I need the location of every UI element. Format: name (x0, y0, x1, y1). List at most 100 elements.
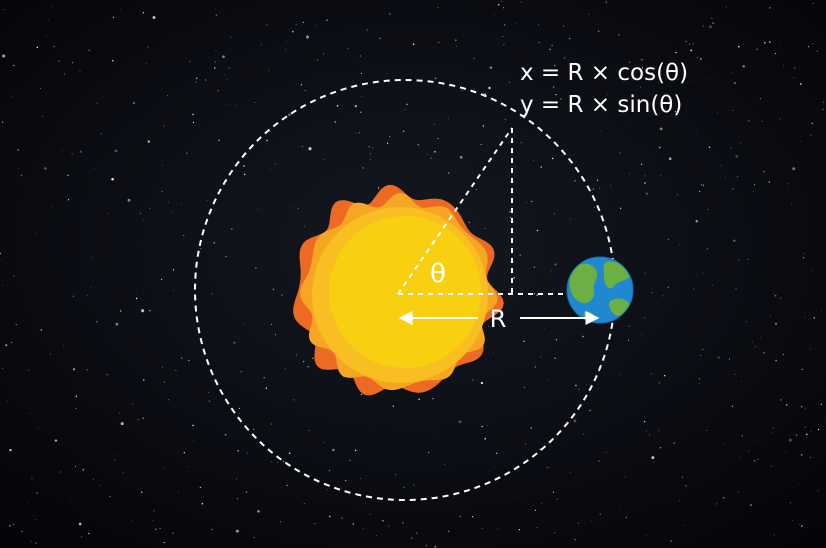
star (271, 324, 272, 326)
star (255, 267, 257, 269)
star (51, 207, 53, 209)
star (155, 528, 157, 531)
star (685, 485, 687, 487)
star (9, 448, 12, 452)
star (685, 40, 687, 43)
star (166, 95, 169, 97)
star (67, 174, 69, 177)
star (205, 79, 207, 81)
star (534, 366, 536, 368)
star (702, 348, 704, 350)
star (183, 451, 186, 454)
star (147, 140, 150, 143)
star (804, 408, 806, 410)
star (115, 322, 119, 326)
star (812, 270, 813, 272)
star (306, 35, 309, 39)
star (822, 108, 824, 111)
star (163, 381, 166, 383)
star (362, 167, 364, 169)
star (620, 510, 621, 512)
star (75, 407, 77, 410)
star (536, 229, 539, 232)
star (807, 46, 810, 48)
star (624, 476, 626, 478)
star (269, 169, 271, 171)
star (591, 520, 593, 522)
star (769, 7, 771, 9)
star (488, 86, 491, 90)
star (679, 500, 680, 502)
star (586, 384, 588, 386)
star (711, 356, 712, 358)
star (707, 209, 709, 211)
star (677, 201, 678, 203)
star (293, 399, 295, 401)
star (459, 515, 462, 518)
star (159, 527, 161, 530)
star (284, 261, 286, 263)
star (696, 56, 699, 59)
star (598, 460, 600, 462)
star (731, 405, 734, 408)
star (502, 35, 504, 37)
star (35, 542, 37, 544)
star (605, 1, 608, 3)
star (303, 494, 305, 496)
star (589, 410, 591, 412)
star (245, 491, 248, 493)
star (254, 101, 256, 104)
star (629, 173, 630, 175)
star (377, 187, 380, 189)
star (700, 354, 702, 356)
star (817, 490, 819, 492)
star (543, 327, 545, 329)
star (503, 44, 505, 46)
star (218, 139, 220, 142)
star (573, 419, 577, 423)
star (742, 65, 745, 68)
star (505, 218, 507, 220)
star (766, 156, 767, 158)
star (607, 93, 609, 95)
star (90, 287, 92, 289)
star (392, 405, 394, 407)
star (15, 324, 17, 326)
star (233, 341, 236, 344)
star (133, 102, 135, 104)
star (768, 181, 771, 183)
star (718, 356, 720, 359)
star (230, 466, 232, 468)
star (21, 530, 23, 533)
star (127, 198, 131, 202)
star (651, 72, 653, 74)
star (650, 372, 652, 375)
star (540, 166, 542, 168)
star (284, 368, 286, 370)
star (605, 361, 607, 363)
star (295, 354, 297, 356)
star (44, 167, 47, 170)
star (304, 90, 306, 92)
star (741, 435, 743, 437)
star (302, 21, 304, 24)
star (555, 339, 558, 341)
star (20, 174, 23, 177)
star (564, 57, 566, 59)
star (659, 447, 662, 449)
star (79, 150, 82, 153)
star (729, 358, 731, 360)
star (149, 309, 151, 312)
star (554, 357, 556, 360)
star (448, 530, 450, 532)
star (114, 149, 118, 153)
star (716, 503, 718, 505)
star (596, 179, 599, 181)
star (708, 25, 712, 29)
star (641, 334, 643, 336)
star (600, 130, 601, 132)
star (734, 82, 736, 84)
star (541, 502, 542, 504)
star (427, 153, 429, 155)
star (316, 25, 317, 26)
